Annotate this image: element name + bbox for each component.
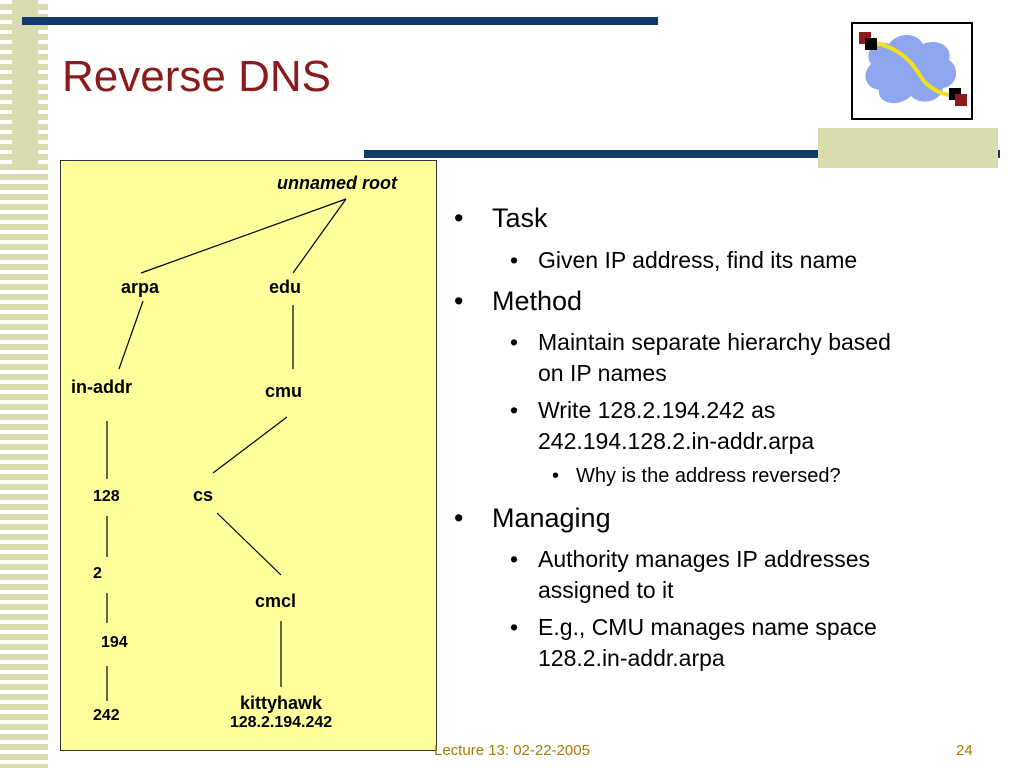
edge-root-edu (292, 198, 347, 274)
bullet-dot: • (454, 286, 464, 316)
slide-title: Reverse DNS (62, 52, 331, 101)
bullet-dot: • (510, 546, 519, 572)
bullet-dot: • (510, 329, 519, 355)
bullet-method: Method (492, 286, 583, 316)
node-edu: edu (269, 277, 302, 297)
node-128: 128 (93, 488, 120, 505)
bullet-managing: Managing (492, 503, 611, 533)
bullet-method-sub2-line2: 242.194.128.2.in-addr.arpa (538, 428, 815, 454)
bullet-dot: • (510, 397, 519, 423)
edge-arpa-inaddr (118, 300, 144, 370)
cloud-shape (865, 35, 957, 104)
bullet-method-sub1-line1: Maintain separate hierarchy based (538, 329, 891, 355)
footer-lecture-date: Lecture 13: 02-22-2005 (434, 742, 590, 759)
node-unnamed-root: unnamed root (277, 173, 397, 193)
bullet-task-sub1: Given IP address, find its name (538, 247, 858, 273)
bullet-managing-sub1-line1: Authority manages IP addresses (538, 546, 870, 572)
node-2: 2 (93, 565, 102, 582)
left-solid-stripe (12, 0, 38, 168)
node-cmcl: cmcl (255, 591, 297, 611)
network-cloud-logo (851, 22, 973, 120)
edge-cmu-cs (212, 416, 288, 474)
dns-tree-diagram: unnamed root arpa edu in-addr cmu 128 cs… (60, 160, 437, 751)
node-cmu: cmu (265, 381, 303, 401)
bullet-dot: • (510, 614, 519, 640)
node-arpa: arpa (121, 277, 160, 297)
edge-root-arpa (140, 198, 347, 274)
bullet-dot: • (552, 465, 560, 487)
bullet-managing-sub2-line1: E.g., CMU manages name space (538, 614, 877, 640)
node-cs: cs (193, 485, 214, 505)
bullet-dot: • (510, 247, 519, 273)
node-242: 242 (93, 707, 120, 724)
bullet-dot: • (454, 503, 464, 533)
node-kittyhawk: kittyhawk 128.2.194.242 (211, 693, 351, 732)
bullet-managing-sub1-line2: assigned to it (538, 577, 674, 603)
accent-block (818, 128, 998, 168)
middle-rule (364, 150, 1000, 158)
tree-edges (106, 198, 347, 701)
bullet-method-sub2-sub1: Why is the address reversed? (576, 465, 841, 487)
kittyhawk-name: kittyhawk (239, 693, 323, 713)
node-194: 194 (101, 634, 128, 651)
kittyhawk-ip: 128.2.194.242 (229, 714, 333, 731)
edge-cs-cmcl (216, 512, 282, 576)
bullet-dot: • (454, 203, 464, 233)
page-number: 24 (956, 742, 973, 759)
bullet-managing-sub2-line2: 128.2.in-addr.arpa (538, 645, 725, 671)
bullet-method-sub2-line1: Write 128.2.194.242 as (538, 397, 776, 423)
top-rule (22, 17, 658, 25)
bullet-task: Task (492, 203, 548, 233)
bullet-method-sub1-line2: on IP names (538, 360, 667, 386)
node-square-b-front (955, 94, 967, 106)
cloud-link-line (870, 40, 954, 98)
node-in-addr: in-addr (71, 377, 132, 397)
node-square-a-front (865, 38, 877, 50)
